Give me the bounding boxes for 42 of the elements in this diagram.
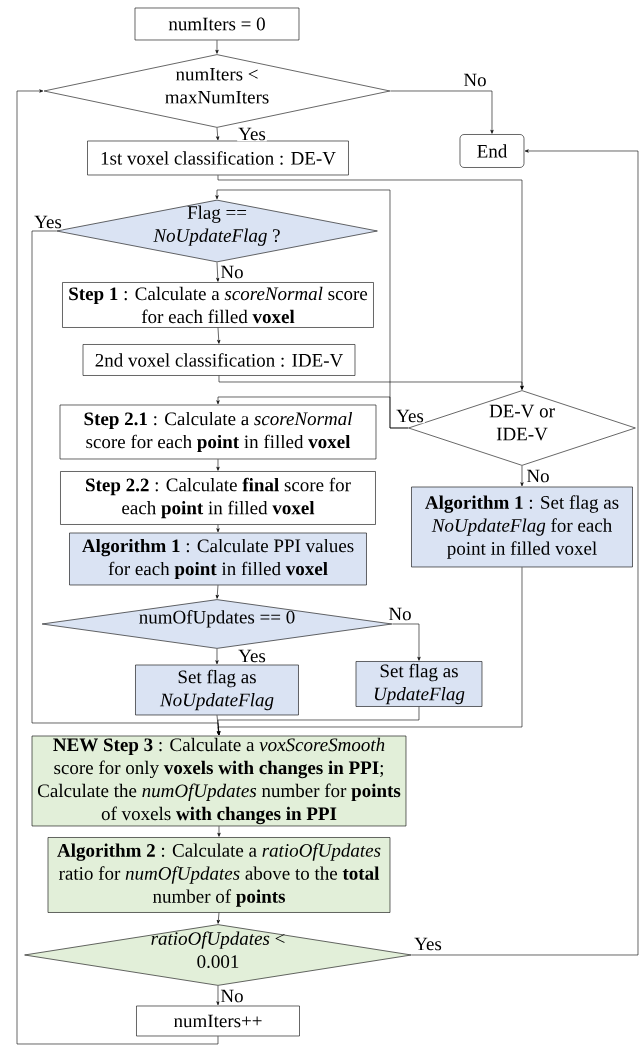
arrow [520, 465, 524, 487]
process-box: Set flag as UpdateFlag [355, 661, 483, 707]
arrow [215, 648, 219, 665]
process-box: Algorithm 2 : Calculate a ratioOfUpdates ratio for numOfUpdates above to the total number of points [47, 837, 391, 913]
edge-label: Yes [395, 408, 425, 424]
process-box: NEW Step 3 : Calculate a voxScoreSmooth score for only voxels with changes in PPI; Calculate the numOfUpdates number for points of voxels with changes in PPI [31, 735, 407, 827]
arrow [216, 524, 220, 533]
edge-label: No [462, 72, 488, 88]
arrow [16, 89, 219, 1045]
edge-label: No [219, 988, 245, 1004]
arrow [216, 262, 220, 282]
arrow [216, 396, 409, 429]
process-box: Step 1 : Calculate a scoreNormal score for each filled voxel [62, 282, 374, 328]
terminal-box: End [459, 134, 525, 168]
edge-label: No [525, 468, 551, 484]
process-box: numIters++ [136, 1005, 300, 1037]
arrow [216, 985, 220, 1006]
edge-label: Yes [413, 936, 443, 952]
arrow [218, 375, 524, 390]
process-box: Step 2.1 : Calculate a scoreNormal score for each point in filled voxel [59, 404, 377, 460]
process-box: Set flag as NoUpdateFlag [135, 664, 299, 716]
arrow [390, 90, 494, 134]
edge-label: Yes [237, 126, 267, 142]
arrow [217, 327, 221, 344]
arrow [411, 149, 639, 956]
edge-label: Yes [33, 214, 63, 230]
edge-label: No [219, 264, 245, 280]
process-box: Algorithm 1 : Set flag as NoUpdateFlag for each point in filled voxel [411, 486, 633, 568]
arrow [217, 826, 221, 837]
arrow [216, 912, 220, 924]
arrow [216, 567, 523, 736]
arrow [216, 127, 220, 141]
edge-label: Yes [237, 648, 267, 664]
arrow [215, 585, 219, 599]
arrow [392, 623, 421, 661]
process-box: numIters = 0 [134, 7, 300, 41]
arrow [215, 40, 219, 54]
process-box: 1st voxel classification : DE-V [87, 140, 349, 176]
arrow [216, 459, 220, 471]
process-box: Step 2.2 : Calculate final score for each point in filled voxel [60, 471, 376, 525]
process-box: 2nd voxel classification : IDE-V [82, 344, 356, 376]
process-box: Algorithm 1 : Calculate PPI values for each point in filled voxel [69, 532, 367, 586]
